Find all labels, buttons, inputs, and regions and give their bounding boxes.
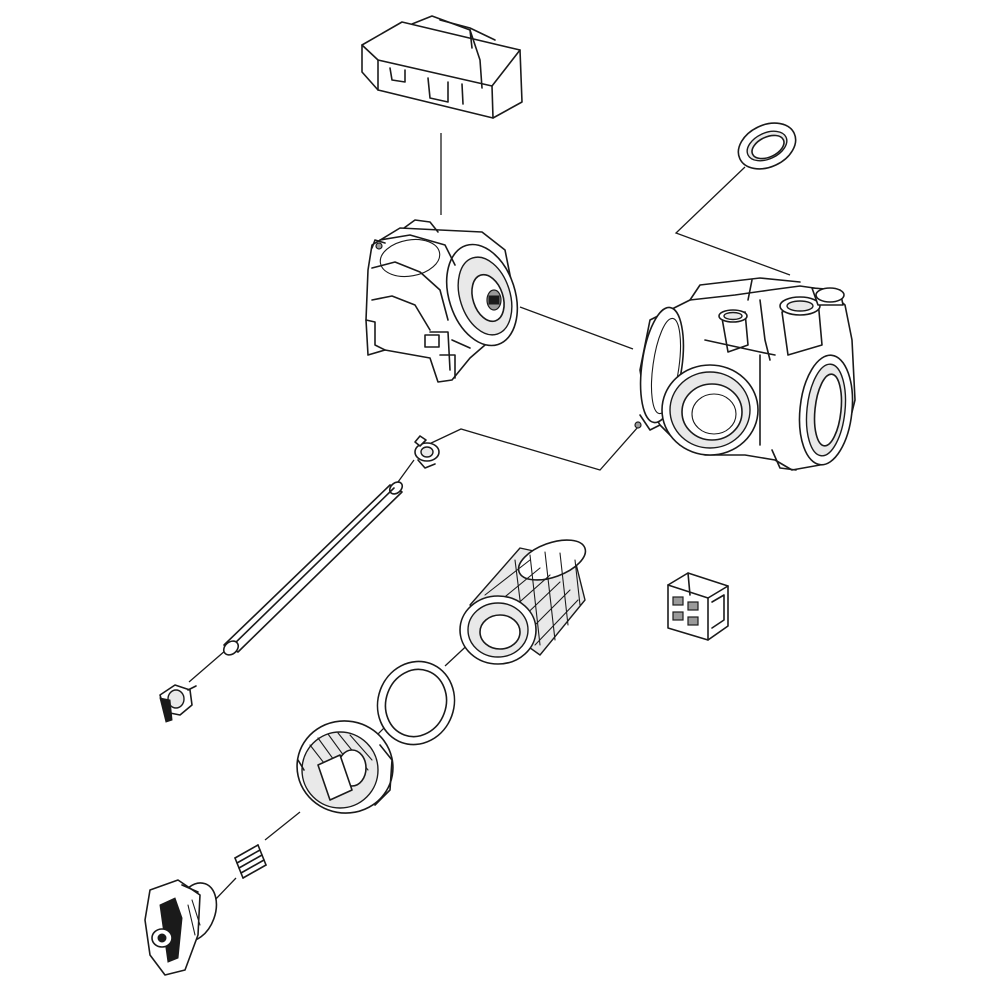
leader-lines — [188, 133, 791, 903]
pump-cover — [361, 15, 523, 119]
leader-motor-to-housing — [519, 306, 634, 350]
leader-clamp-to-tube — [397, 459, 415, 483]
leader-spring-to-knob — [212, 877, 237, 903]
leader-ring-to-housing — [674, 166, 791, 276]
tube-fitting — [159, 684, 197, 723]
leader-clamp-to-housing — [426, 426, 639, 471]
knob — [144, 879, 218, 976]
filter-screen — [459, 539, 587, 665]
connector-block — [667, 572, 729, 641]
spring — [234, 844, 267, 879]
pump-gasket-ring — [737, 122, 797, 170]
pump-housing — [634, 277, 856, 471]
filter-cap — [296, 720, 394, 814]
leader-cap-to-spring — [264, 811, 301, 841]
hose-clamp — [414, 435, 440, 469]
drain-tube — [222, 481, 404, 656]
leader-tube-to-fitting — [188, 649, 227, 683]
filter-seal — [376, 660, 456, 746]
drain-pump-motor — [365, 219, 519, 383]
